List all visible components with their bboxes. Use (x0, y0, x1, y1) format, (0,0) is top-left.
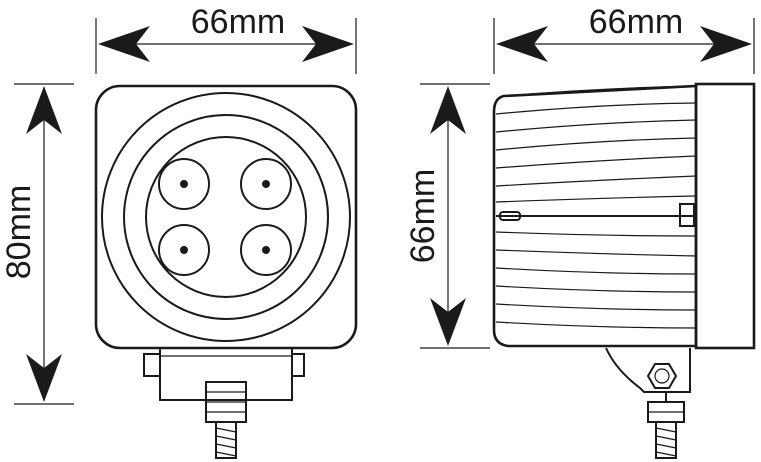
arrowhead-up (430, 86, 466, 134)
led-top-right (240, 158, 292, 210)
arrowhead-down (430, 298, 466, 346)
arrowhead-down (26, 354, 62, 402)
side-front-bezel (694, 82, 756, 350)
led-bottom-right (240, 224, 292, 276)
side-height-label: 66mm (404, 169, 442, 263)
front-housing (94, 84, 358, 350)
arrowhead-left (98, 26, 150, 62)
arrowhead-right (700, 26, 752, 62)
front-view: 66mm 80mm (0, 3, 358, 459)
hex-nut (646, 363, 678, 389)
front-width-label: 66mm (191, 3, 285, 41)
front-mounting-bracket (143, 347, 305, 459)
led-cluster (158, 158, 292, 276)
led-bottom-left (158, 224, 210, 276)
front-height-dimension: 80mm (0, 83, 74, 405)
inner-lens-ring (145, 136, 307, 298)
side-finned-body (492, 84, 698, 348)
led-top-left (158, 158, 210, 210)
side-view: 66mm 66mm (404, 3, 756, 459)
outer-bezel-ring (101, 92, 351, 342)
arrowhead-left (496, 26, 548, 62)
arrowhead-up (26, 86, 62, 134)
side-mounting-bracket (605, 347, 691, 459)
arrowhead-right (302, 26, 354, 62)
front-height-label: 80mm (0, 185, 38, 279)
side-width-label: 66mm (589, 3, 683, 41)
side-height-dimension: 66mm (404, 83, 490, 349)
side-width-dimension: 66mm (493, 3, 755, 74)
middle-bezel-ring (123, 114, 329, 320)
front-width-dimension: 66mm (95, 3, 357, 74)
